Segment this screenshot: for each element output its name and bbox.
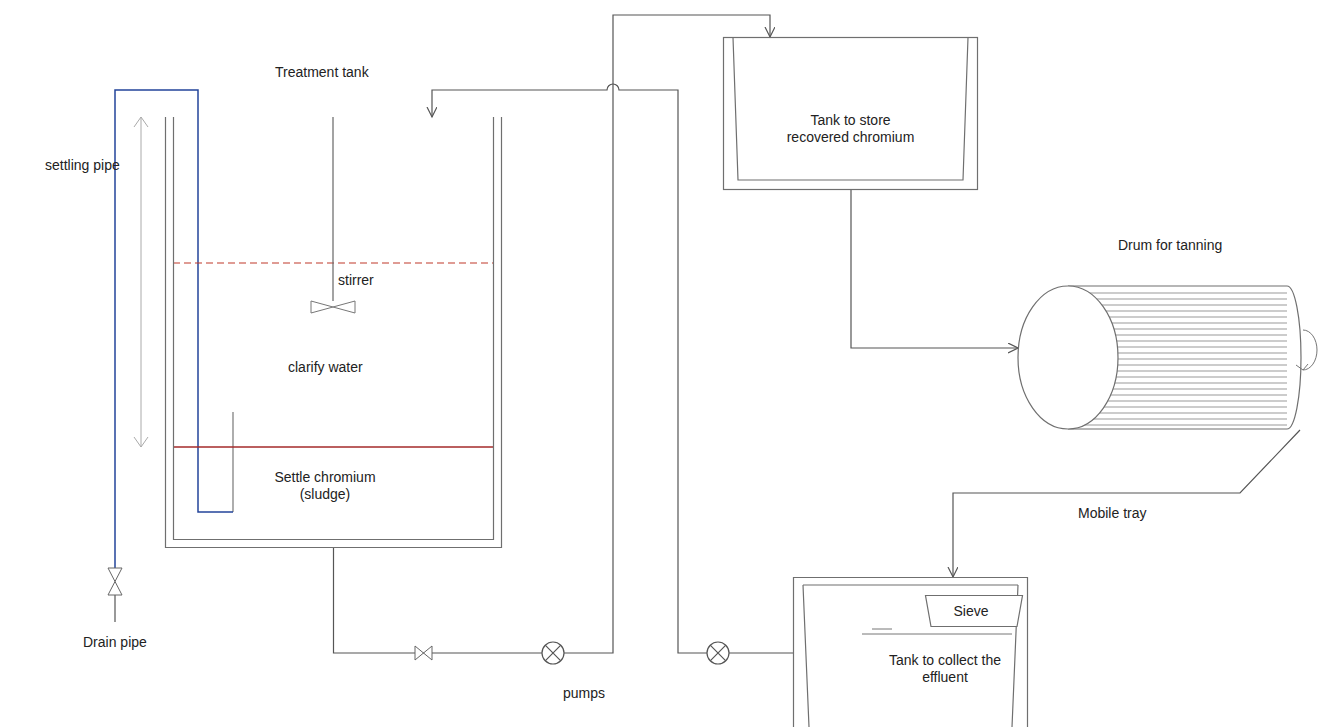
- drum-heading: Drum for tanning: [1118, 237, 1222, 254]
- outline-part: [724, 38, 978, 190]
- stirrer-shaft: [332, 117, 333, 301]
- outline-part: [733, 38, 968, 181]
- pump-cross: [710, 645, 726, 661]
- stirrer-blade: [311, 301, 355, 313]
- pipe-connector: [953, 430, 1300, 577]
- pipe-connector: [432, 84, 793, 653]
- effluent-tank: Tank to collect the effluent Sieve: [793, 577, 1028, 727]
- rotation-arrow: [1303, 330, 1317, 370]
- edge-label: Mobile tray: [1078, 505, 1146, 522]
- part-label: stirrer: [338, 272, 374, 289]
- pump-cross: [545, 645, 561, 661]
- pump-symbol: [707, 642, 729, 664]
- sieve-box: Sieve: [925, 595, 1023, 627]
- outline-part: [174, 117, 494, 540]
- tank-label: Tank to collect the effluent: [880, 652, 1010, 686]
- pipe-label: settling pipe: [45, 157, 120, 174]
- outline-part: [1068, 298, 1287, 299]
- outline-part: [1068, 412, 1287, 413]
- valve-symbol: [415, 646, 432, 660]
- tanning-drum: Drum for tanning: [1018, 285, 1305, 430]
- inner-pipe: [232, 412, 233, 512]
- sieve-label: Sieve: [925, 603, 1017, 620]
- tanning-drum-outline: [1018, 285, 1305, 430]
- water-surface: [862, 629, 1012, 634]
- outline-part: [803, 585, 1018, 727]
- tank-heading: Treatment tank: [275, 64, 369, 81]
- part-label: pumps: [563, 685, 605, 702]
- height-arrow-heads: [134, 117, 148, 447]
- sludge-level: [173, 446, 494, 448]
- storage-tank: Tank to store recovered chromium: [723, 37, 978, 190]
- pump-symbol: [542, 642, 564, 664]
- pipe-label: Drain pipe: [83, 634, 147, 651]
- pipe-connector: [851, 190, 1018, 348]
- outline-part: [1287, 286, 1301, 429]
- height-arrow: [141, 117, 142, 447]
- tank-label: Tank to store recovered chromium: [783, 112, 918, 146]
- outline-part: [926, 596, 1023, 627]
- zone-label: Settle chromium (sludge): [265, 469, 385, 503]
- outline-part: [1068, 292, 1287, 293]
- drain-pipe: [114, 595, 115, 622]
- outline-part: [1018, 286, 1118, 429]
- rotation-arrow-head: [1296, 364, 1308, 370]
- valve-symbol: [108, 568, 122, 595]
- outline-part: [1068, 418, 1287, 419]
- outline-part: [166, 117, 502, 548]
- pipe-connector: [334, 15, 771, 653]
- zone-label: clarify water: [288, 359, 363, 376]
- outline-part: [794, 578, 1028, 727]
- outline-part: [1068, 424, 1287, 425]
